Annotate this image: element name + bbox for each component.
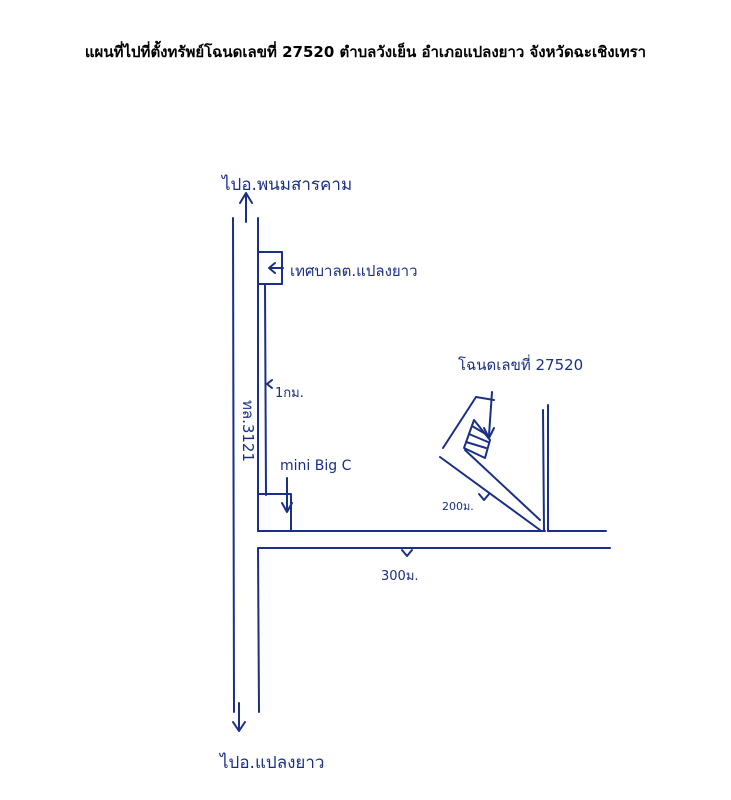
access-road-upper-edge [442,396,477,449]
store-marker [257,477,293,532]
south-destination-label: ไปอ.แปลงยาว [218,752,324,773]
right-road-left-edge [542,409,545,532]
parcel-pointer-arrow [483,391,495,439]
service-road-line [264,284,267,496]
store-label: mini Big C [280,458,352,474]
highway-left-edge [232,217,235,713]
distance-200m-marker [478,493,490,501]
municipality-label: เทศบาลต.แปลงยาว [290,262,418,280]
municipality-marker [257,251,284,285]
distance-1km-marker [266,379,273,389]
highway-right-edge-lower [257,547,260,713]
access-road-inner-edge [464,449,541,521]
north-arrow-icon [239,192,253,223]
distance-300m-label: 300ม. [381,569,419,584]
distance-1km-label: 1กม. [275,386,304,401]
south-arrow-icon [232,702,246,732]
target-parcel-label: โฉนดเลขที่ 27520 [458,354,583,374]
access-road-lower-edge [439,456,541,531]
north-destination-label: ไปอ.พนมสารคาม [220,174,352,195]
highway-label: ทล.3121 [239,400,257,462]
distance-300m-marker [401,549,413,557]
distance-200m-label: 200ม. [442,500,474,513]
map-title: แผนที่ไปที่ตั้งทรัพย์โฉนดเลขที่ 27520 ตำ… [84,43,647,61]
